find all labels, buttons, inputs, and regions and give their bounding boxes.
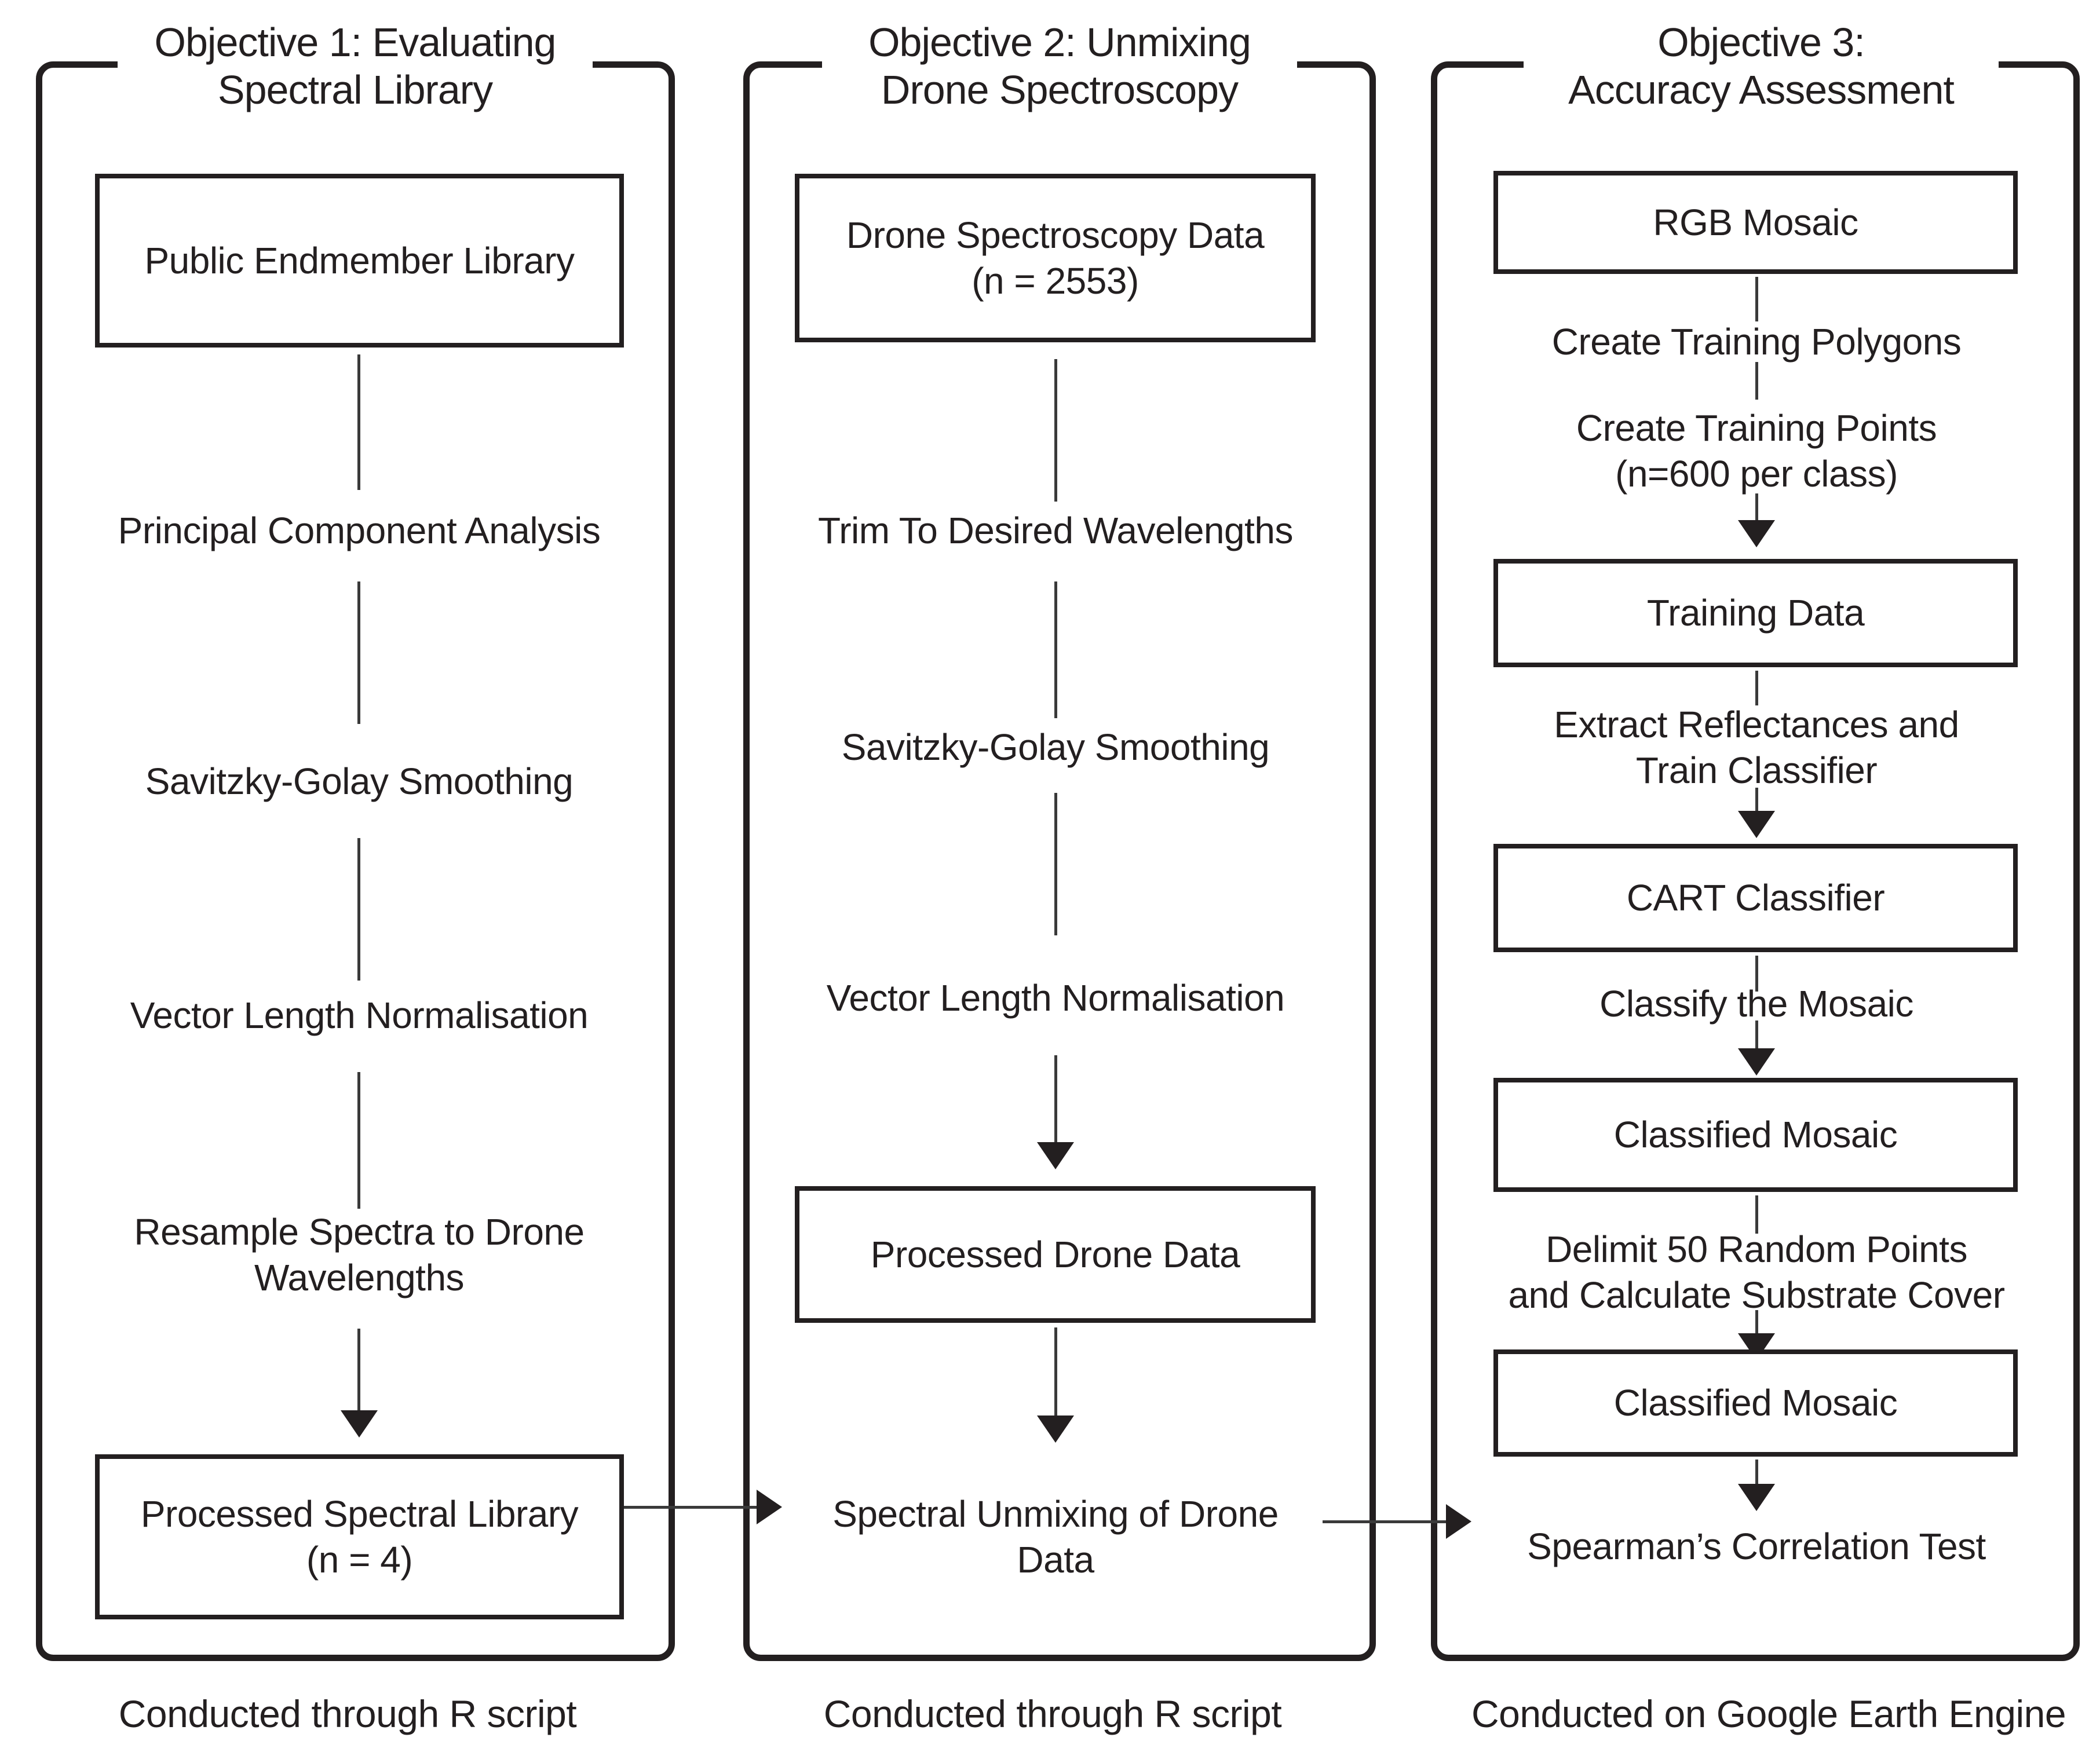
connector-line [1054, 793, 1057, 935]
arrowhead-down-icon [1037, 1416, 1074, 1443]
step-create-training-points: Create Training Points (n=600 per class) [1576, 407, 1937, 495]
connector-line [357, 581, 360, 724]
arrowhead-down-icon [1738, 811, 1775, 838]
connector-objective2-to-objective3 [1323, 1520, 1448, 1523]
step-delimit-random-points: Delimit 50 Random Points and Calculate S… [1508, 1228, 2005, 1316]
objective-2-title: Objective 2: Unmixing Drone Spectroscopy [822, 19, 1297, 115]
arrowhead-down-icon [1738, 520, 1775, 547]
classified-mosaic-box-2: Classified Mosaic [1493, 1349, 2018, 1457]
training-data-box: Training Data [1493, 559, 2018, 667]
connector-line [1755, 493, 1758, 520]
arrowhead-down-icon [1738, 1484, 1775, 1511]
connector-line [1755, 362, 1758, 400]
step-spectral-unmixing: Spectral Unmixing of Drone Data [832, 1493, 1279, 1581]
cart-classifier-box: CART Classifier [1493, 844, 2018, 952]
connector-line [1755, 788, 1758, 811]
step-vector-length-normalisation-2: Vector Length Normalisation [826, 977, 1285, 1019]
step-classify-the-mosaic: Classify the Mosaic [1599, 983, 1913, 1025]
objective-2-footer: Conducted through R script [823, 1692, 1282, 1735]
step-savitzky-golay-smoothing-1: Savitzky-Golay Smoothing [145, 760, 574, 802]
connector-line [357, 1072, 360, 1209]
connector-line [1054, 581, 1057, 718]
objective-1-title: Objective 1: Evaluating Spectral Library [118, 19, 593, 115]
step-vector-length-normalisation-1: Vector Length Normalisation [130, 994, 589, 1036]
classified-mosaic-box-1: Classified Mosaic [1493, 1078, 2018, 1192]
connector-line [357, 838, 360, 981]
processed-spectral-library-box: Processed Spectral Library (n = 4) [95, 1454, 624, 1619]
connector-line [1054, 1327, 1057, 1416]
step-principal-component-analysis: Principal Component Analysis [118, 510, 601, 551]
connector-objective1-to-objective2 [624, 1506, 759, 1509]
connector-line [1054, 1055, 1057, 1142]
arrowhead-down-icon [1738, 1048, 1775, 1076]
connector-line [1755, 956, 1758, 992]
arrowhead-right-icon [1446, 1504, 1471, 1539]
connector-line [1755, 1460, 1758, 1484]
step-create-training-polygons: Create Training Polygons [1551, 321, 1962, 363]
connector-line [1755, 671, 1758, 705]
rgb-mosaic-box: RGB Mosaic [1493, 171, 2018, 274]
drone-spectroscopy-data-box: Drone Spectroscopy Data (n = 2553) [795, 174, 1316, 342]
connector-line [357, 354, 360, 490]
arrowhead-down-icon [1037, 1142, 1074, 1169]
step-extract-reflectances: Extract Reflectances and Train Classifie… [1554, 704, 1959, 791]
step-trim-wavelengths: Trim To Desired Wavelengths [818, 510, 1293, 551]
arrowhead-right-icon [757, 1490, 782, 1524]
connector-line [1054, 359, 1057, 502]
processed-drone-data-box: Processed Drone Data [795, 1186, 1316, 1323]
step-spearmans-correlation-test: Spearman’s Correlation Test [1527, 1526, 1986, 1567]
connector-line [1755, 1310, 1758, 1333]
public-endmember-library-box: Public Endmember Library [95, 174, 624, 348]
objective-1-footer: Conducted through R script [118, 1692, 577, 1735]
connector-line [357, 1329, 360, 1410]
objective-3-title: Objective 3: Accuracy Assessment [1524, 19, 1999, 115]
connector-line [1755, 277, 1758, 321]
objective-3-footer: Conducted on Google Earth Engine [1471, 1692, 2066, 1735]
connector-line [1755, 1021, 1758, 1048]
step-resample-spectra: Resample Spectra to Drone Wavelengths [134, 1211, 585, 1299]
arrowhead-down-icon [341, 1410, 378, 1438]
connector-line [1755, 1195, 1758, 1234]
step-savitzky-golay-smoothing-2: Savitzky-Golay Smoothing [841, 726, 1270, 768]
